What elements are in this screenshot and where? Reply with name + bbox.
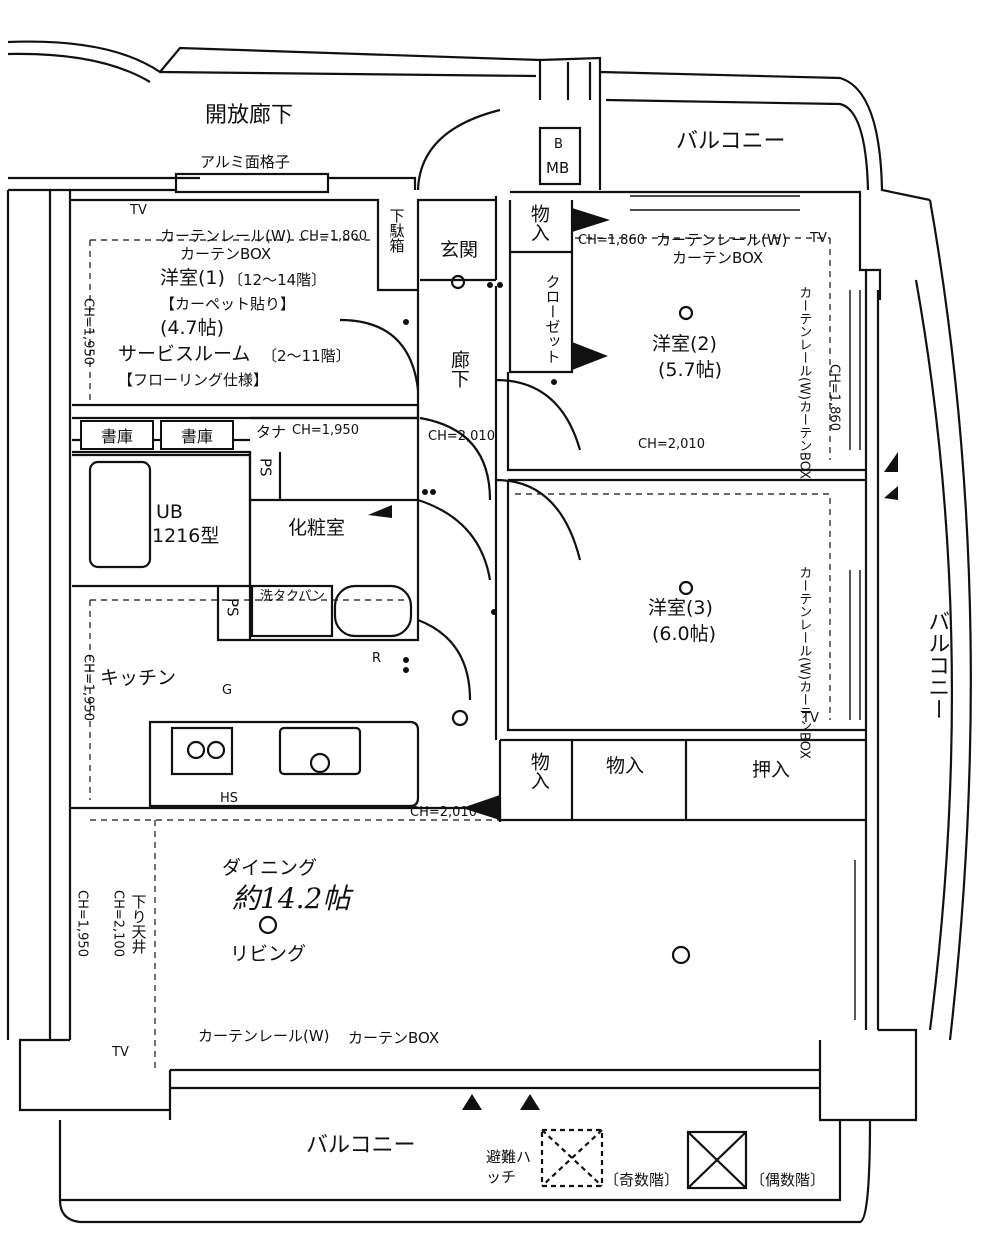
curtain-rail-1-label: カーテンレール(W) [160, 227, 292, 245]
storage-a-label: 物入 [527, 204, 550, 242]
room2-size-label: (5.7帖) [658, 359, 723, 381]
room3-size-label: (6.0帖) [652, 623, 717, 645]
storage-b-label: 物入 [527, 752, 550, 790]
room1-floors-label: 〔12～14階〕 [228, 271, 327, 289]
ch-1860-b-label: CH=1,860 [578, 233, 645, 248]
room2-name-label: 洋室(2) [652, 333, 717, 355]
g-mark-label: G [222, 683, 233, 698]
ch-2010-b-label: CH=2,010 [638, 437, 705, 452]
open-corridor-label: 開放廊下 [205, 103, 294, 128]
balcony-top-label: バルコニー [676, 129, 786, 154]
ps-b-label: PS [223, 598, 242, 617]
shoe-box-label: 下駄箱 [387, 208, 406, 253]
tana-label: タナ [256, 423, 287, 441]
hs-mark-label: HS [220, 791, 239, 806]
service-room-floors-label: 〔2～11階〕 [262, 347, 351, 365]
ch-1860-a-label: CH=1,860 [300, 229, 367, 244]
study-a-box: 書庫 [80, 420, 154, 450]
dining-label: ダイニング [222, 857, 318, 879]
living-label: リビング [230, 943, 307, 965]
curtain-box-1-label: カーテンBOX [180, 245, 272, 263]
ch-1860-right-label: CH=1,860 [826, 364, 842, 431]
closet-label: クローゼット [543, 274, 562, 364]
room1-size-label: (4.7帖) [160, 317, 225, 339]
lowered-ceiling-label: 下り天井 [129, 894, 148, 954]
aluminum-grille-label: アルミ面格子 [200, 153, 290, 171]
r-mark-label: R [372, 651, 382, 666]
curtain-rail-2-label: カーテンレール(W) [656, 231, 788, 249]
curtain-rail-ldk-label: カーテンレール(W) [198, 1027, 330, 1045]
ch-1950-left-label: CH=1,950 [80, 298, 96, 365]
curtain-right-3-label: カーテンレール(W)カーテンBOX [796, 566, 812, 759]
ch-2010-a-label: CH=2,010 [428, 429, 495, 444]
ch-1950-living-label: CH=1,950 [74, 890, 90, 957]
ps-a-label: PS [256, 458, 275, 477]
balcony-bottom-label: バルコニー [306, 1133, 416, 1158]
ch-2100-label: CH=2,100 [110, 890, 126, 957]
ub-type-label: 1216型 [152, 525, 220, 547]
room3-name-label: 洋室(3) [648, 597, 713, 619]
room1-name-label: 洋室(1) [160, 267, 225, 289]
mb-b-label: B [554, 137, 563, 152]
mb-label: MB [546, 159, 570, 177]
storage-c-label: 物入 [606, 755, 645, 777]
corridor-label: 廊下 [447, 350, 470, 388]
odd-floor-label: 〔奇数階〕 [604, 1171, 680, 1189]
tv-d-label: TV [112, 1045, 129, 1060]
ub-label: UB [156, 501, 183, 523]
entrance-label: 玄関 [440, 239, 479, 261]
flooring-label: 【フローリング仕様】 [118, 371, 269, 389]
ch-1950-kitchen-label: CH=1,950 [80, 654, 96, 721]
ldk-size-label: 約14.2帖 [232, 882, 351, 915]
tv-a-label: TV [130, 203, 147, 218]
even-floor-label: 〔偶数階〕 [750, 1171, 826, 1189]
powder-room-label: 化粧室 [288, 517, 346, 539]
balcony-right-label: バルコニー [924, 610, 950, 720]
study-b-label: 書庫 [180, 427, 213, 446]
tv-b-label: TV [810, 231, 827, 246]
study-b-box: 書庫 [160, 420, 234, 450]
ch-1950-toilet-label: CH=1,950 [292, 423, 359, 438]
tv-c-label: TV [802, 711, 819, 726]
evac-hatch-label: 避難ハッチ [486, 1148, 532, 1186]
room1-floor-type-label: 【カーペット貼り】 [160, 295, 296, 313]
study-a-label: 書庫 [100, 427, 133, 446]
curtain-box-2-label: カーテンBOX [672, 249, 764, 267]
oshiire-label: 押入 [752, 759, 791, 781]
curtain-box-ldk-label: カーテンBOX [348, 1029, 440, 1047]
service-room-label: サービスルーム [118, 343, 251, 365]
washer-pan-label: 洗タクパン [260, 589, 326, 604]
ch-2010-c-label: CH=2,010 [410, 805, 477, 820]
curtain-right-2-label: カーテンレール(W)カーテンBOX [796, 286, 812, 479]
kitchen-label: キッチン [100, 667, 177, 689]
